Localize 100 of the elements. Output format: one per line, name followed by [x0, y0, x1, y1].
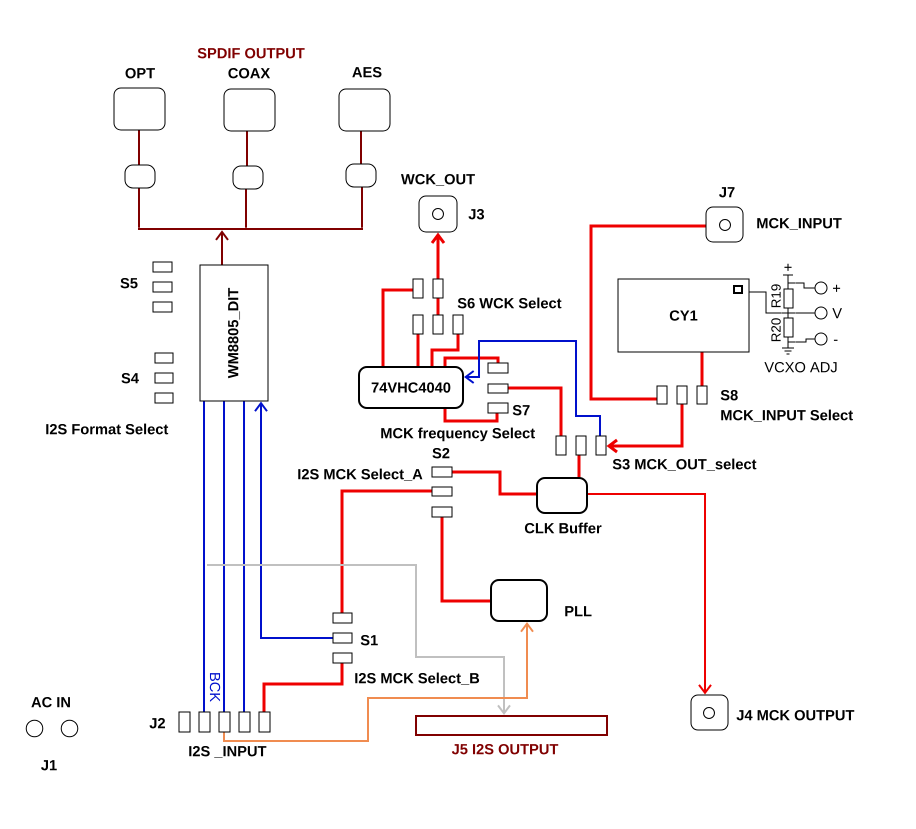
- switch-pad: [576, 436, 586, 456]
- switch-label: S7: [512, 404, 530, 416]
- switch-pad: [432, 466, 452, 478]
- switch-label: S1: [360, 634, 378, 646]
- wire: [245, 190, 247, 228]
- wire: [749, 292, 782, 314]
- resistor-divider: [782, 274, 796, 354]
- switch-pad: [332, 612, 352, 624]
- group-heading: SPDIF OUTPUT: [198, 48, 305, 58]
- connector-label: J2: [150, 718, 165, 728]
- wire: [508, 386, 562, 436]
- connector-label: I2S _INPUT: [189, 746, 266, 758]
- switch-label: I2S MCK Select_A: [298, 468, 422, 481]
- wire: [203, 402, 205, 712]
- box-label: J5 I2S OUTPUT: [452, 744, 558, 754]
- connector-pin: [238, 712, 250, 733]
- wire: [361, 188, 363, 228]
- wire: [138, 188, 140, 228]
- wire: [700, 352, 704, 386]
- switch-pad: [556, 436, 566, 456]
- wire: [340, 490, 432, 612]
- arrow: [606, 404, 684, 454]
- switch-pad: [696, 386, 708, 404]
- switch-label: S3 MCK_OUT_select: [612, 458, 756, 471]
- arrow: [254, 402, 332, 639]
- small-box: [346, 164, 376, 188]
- box-label: J7: [719, 187, 735, 198]
- resistor-label: R19: [771, 284, 781, 308]
- switch-pad: [432, 486, 452, 496]
- connector-pin: [178, 712, 190, 733]
- wire: [440, 518, 490, 602]
- chip-box: CY1: [618, 278, 750, 352]
- terminal-label: V: [832, 308, 842, 318]
- switch-pad: [332, 652, 352, 664]
- switch-pad: [488, 384, 508, 394]
- small-box: [232, 166, 264, 190]
- arrow: [588, 493, 712, 695]
- wire: [223, 402, 225, 712]
- box-label: AES: [352, 66, 382, 78]
- box-label: J3: [468, 208, 484, 220]
- switch-pad: [412, 278, 424, 298]
- connector-pin: [198, 712, 210, 733]
- signal-label: BCK: [210, 673, 220, 702]
- arrow: [207, 564, 511, 716]
- wire: [360, 132, 362, 164]
- switch-pad: [432, 314, 444, 334]
- wire: [382, 288, 412, 366]
- circuit-label: VCXO ADJ: [764, 362, 837, 372]
- wire: [794, 282, 815, 288]
- switch-pad: [676, 386, 688, 404]
- switch-pad: [432, 506, 452, 518]
- box-label: COAX: [228, 68, 270, 78]
- wire: [262, 664, 344, 712]
- wire: [794, 312, 815, 314]
- small-box: [124, 164, 156, 188]
- wire: [430, 334, 460, 366]
- wire: [452, 470, 536, 496]
- chip-box: WM8805_DIT: [200, 264, 268, 402]
- switch-pad: [154, 352, 174, 364]
- switch-label: S8: [720, 390, 738, 400]
- switch-pad: [452, 314, 464, 334]
- switch-pad: [152, 282, 172, 292]
- box-label: PLL: [565, 606, 592, 616]
- switch-pad: [152, 302, 172, 312]
- switch-pad: [154, 372, 174, 384]
- chip-box: 74VHC4040: [358, 366, 464, 409]
- box-label: J4 MCK OUTPUT: [736, 710, 854, 720]
- switch-label: S2: [432, 448, 450, 458]
- switch-pad: [154, 392, 174, 404]
- switch-pad: [332, 632, 352, 644]
- switch-pad: [432, 278, 444, 298]
- box-label: WCK_OUT: [400, 174, 475, 186]
- terminal-label: +: [833, 284, 840, 292]
- resistor-label: R20: [771, 318, 781, 342]
- arrow: [215, 230, 229, 264]
- wire: [590, 224, 706, 400]
- wire: [138, 130, 140, 164]
- connector-label: J1: [41, 760, 57, 770]
- switch-label: S6 WCK Select: [458, 298, 562, 308]
- switch-pad: [152, 262, 172, 272]
- box-label: OPT: [126, 68, 155, 78]
- wire: [243, 402, 245, 712]
- wire: [444, 409, 498, 422]
- switch-label: I2S MCK Select_B: [355, 672, 480, 685]
- wire: [246, 132, 248, 166]
- connector-pin: [218, 712, 230, 733]
- wire: [578, 456, 580, 477]
- switch-label: MCK frequency Select: [381, 428, 535, 442]
- switch-pad: [488, 402, 508, 414]
- wire: [444, 356, 500, 366]
- connector-label: AC IN: [31, 696, 70, 708]
- box-label: MCK_INPUT: [757, 218, 842, 230]
- wire: [416, 334, 420, 366]
- arrow: [464, 340, 601, 436]
- terminal-label: -: [834, 340, 838, 341]
- switch-label: MCK_INPUT Select: [721, 410, 853, 422]
- switch-label: S5: [120, 278, 138, 288]
- box-label: CLK Buffer: [524, 522, 602, 534]
- connector-pin: [258, 712, 270, 733]
- supply-label: +: [784, 264, 792, 271]
